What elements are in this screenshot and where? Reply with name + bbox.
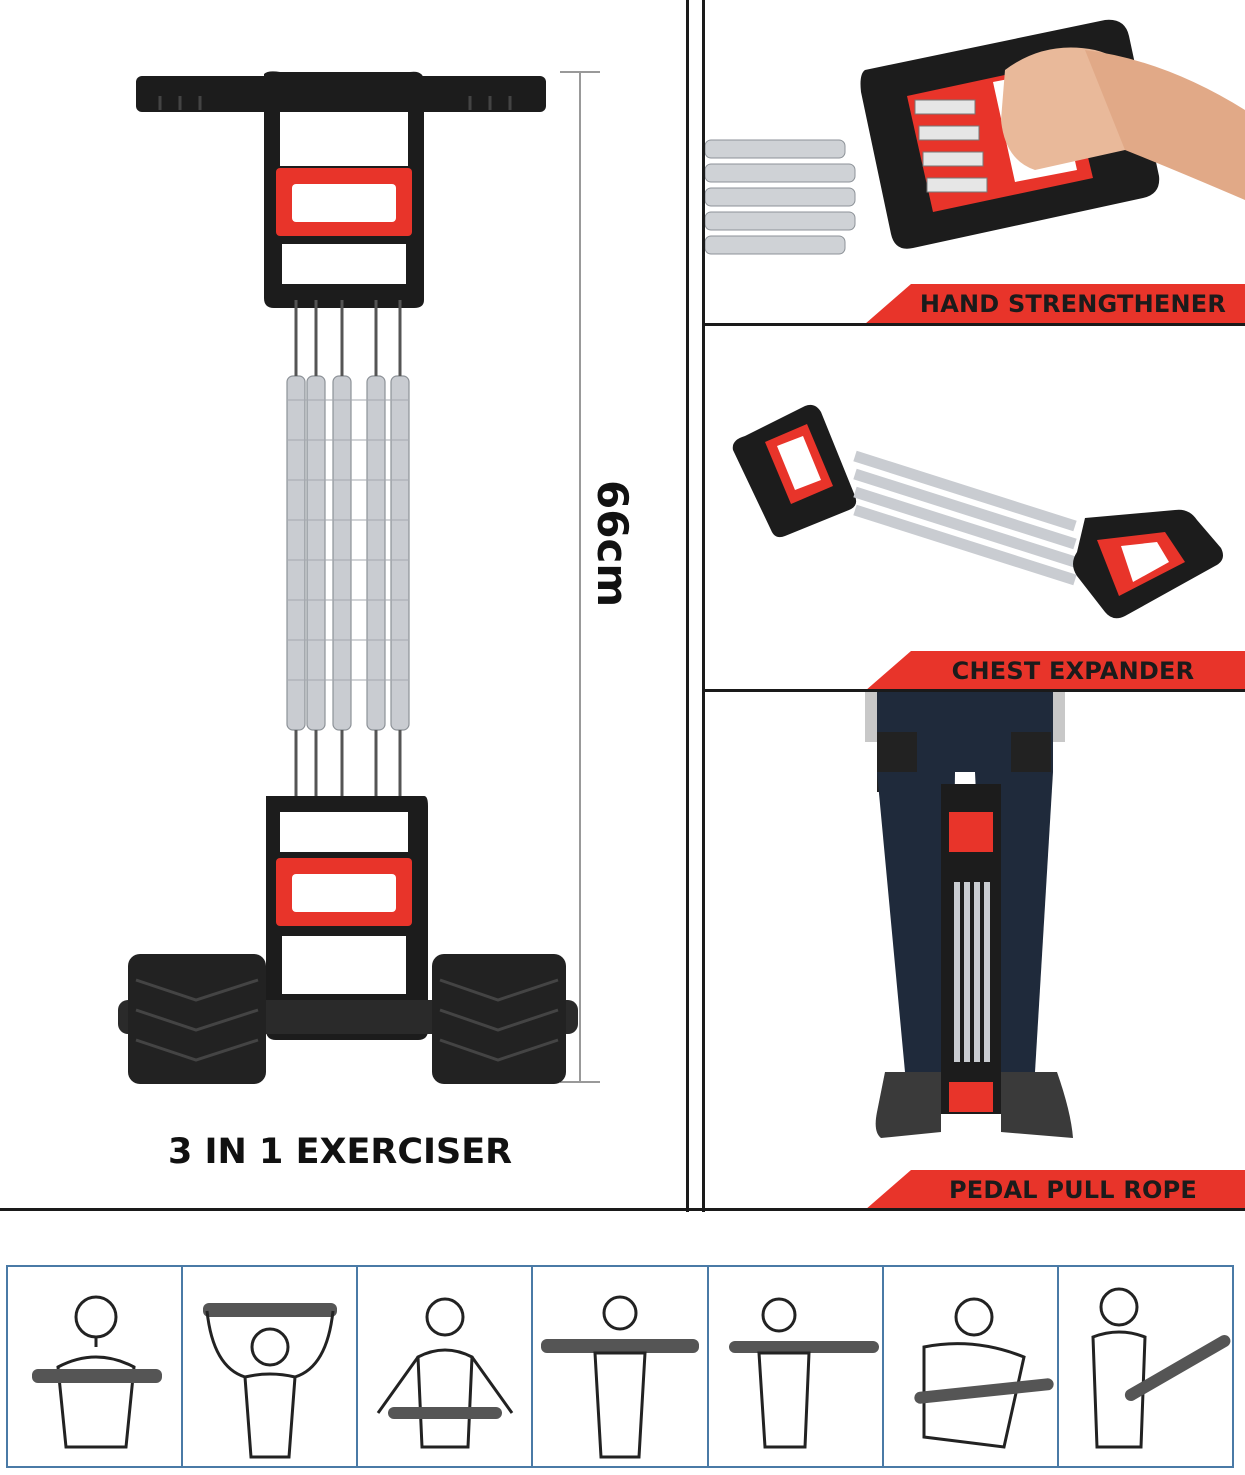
exercise-figure-icon <box>32 1295 162 1449</box>
main-product-image: 66cm 3 IN 1 EXERCISER <box>0 0 686 1208</box>
pedal-pull-rope-label: PEDAL PULL ROPE <box>865 1170 1245 1208</box>
dimension-label: 66cm <box>588 480 637 608</box>
divider-vertical-right <box>702 0 705 1212</box>
exercise-figure-icon <box>728 1297 879 1449</box>
exercise-figure-5 <box>709 1267 884 1466</box>
divider-vertical-left <box>686 0 689 1212</box>
chest-expander-label: CHEST EXPANDER <box>865 651 1245 689</box>
chest-expander-image <box>732 404 1223 619</box>
exercise-figure-1 <box>8 1267 184 1466</box>
exercise-figure-2 <box>183 1267 359 1466</box>
exercise-figure-icon <box>203 1303 338 1459</box>
exercise-figure-icon <box>914 1297 1054 1449</box>
hand-strengthener-panel: HAND STRENGTHENER <box>705 0 1245 323</box>
exercise-figure-3 <box>358 1267 534 1466</box>
exercise-figure-icon <box>1091 1287 1231 1449</box>
divider-bottom <box>0 1208 1245 1211</box>
exercise-figure-4 <box>533 1267 709 1466</box>
hand-strengthener-label: HAND STRENGTHENER <box>865 284 1245 323</box>
pedal-pull-rope-panel: PEDAL PULL ROPE <box>705 692 1245 1208</box>
hand-grip-image <box>705 19 1245 255</box>
chest-expander-panel: CHEST EXPANDER <box>705 326 1245 689</box>
exercise-figure-7 <box>1059 1267 1232 1466</box>
spring-exerciser-image <box>118 71 600 1084</box>
exercise-illustrations-strip <box>6 1265 1234 1468</box>
divider-right-1 <box>705 323 1245 326</box>
exercise-figure-6 <box>884 1267 1059 1466</box>
main-caption: 3 IN 1 EXERCISER <box>168 1132 513 1172</box>
divider-right-2 <box>705 689 1245 692</box>
exercise-figure-icon <box>541 1295 700 1459</box>
pedal-pull-image <box>865 692 1073 1138</box>
exercise-figure-icon <box>377 1297 514 1449</box>
